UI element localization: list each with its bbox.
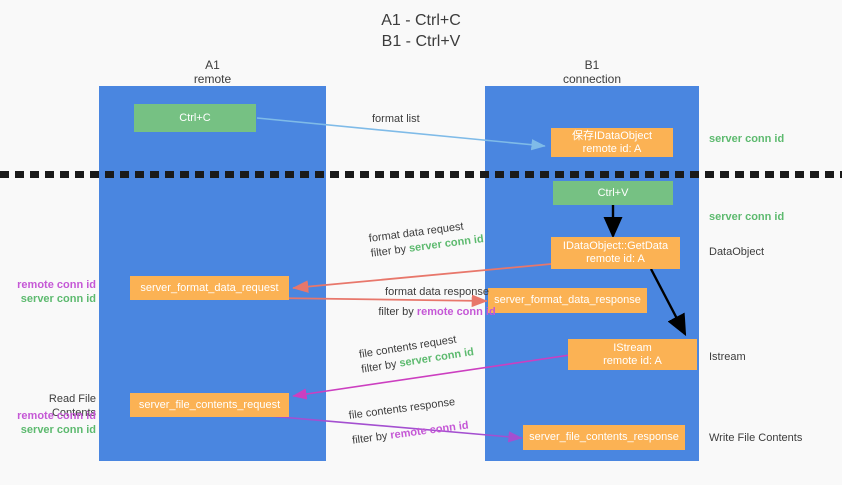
arrow-format-list — [256, 117, 546, 151]
annotation-server-conn-id-2: server conn id — [709, 211, 785, 223]
node-server-file-contents-response[interactable]: server_file_contents_response — [523, 425, 685, 450]
node-server-format-data-request[interactable]: server_format_data_request — [130, 276, 289, 300]
annotation-dataobject: DataObject — [709, 246, 765, 258]
annotation-remote-conn-id-2: remote conn id — [17, 410, 96, 422]
annotation-server-conn-id-4: server conn id — [20, 424, 96, 436]
lane-header-a1: A1 remote — [193, 58, 232, 86]
annotation-read-file-contents: Read File Contents — [48, 393, 96, 419]
node-istream[interactable]: IStream remote id: A — [568, 339, 697, 370]
lane-header-b1: B1 connection — [562, 58, 622, 86]
annotation-server-conn-id-3: server conn id — [20, 293, 96, 305]
annotation-server-conn-id-1: server conn id — [709, 133, 785, 145]
node-ctrl-v[interactable]: Ctrl+V — [553, 181, 673, 205]
annotation-remote-conn-id-1: remote conn id — [17, 279, 96, 291]
phase-separator — [0, 171, 842, 178]
node-getdata[interactable]: IDataObject::GetData remote id: A — [551, 237, 680, 269]
arrow-file-contents-request — [292, 354, 571, 400]
edge-label-format-list: format list — [372, 113, 420, 125]
annotation-group-file: remote conn id server conn id — [8, 409, 96, 437]
annotation-group-format: remote conn id server conn id — [8, 278, 96, 306]
node-server-file-contents-request[interactable]: server_file_contents_request — [130, 393, 289, 417]
annotation-write-file-contents: Write File Contents — [709, 432, 803, 444]
edge-label-format-data-response: format data response filter by remote co… — [337, 285, 537, 320]
page-title: A1 - Ctrl+C B1 - Ctrl+V — [381, 12, 461, 50]
annotation-istream: Istream — [709, 351, 746, 363]
arrow-getdata-to-istream — [649, 268, 687, 337]
node-server-format-data-response[interactable]: server_format_data_response — [488, 288, 647, 313]
filter-value-remote-conn-id-1: remote conn id — [416, 306, 496, 318]
node-idataobject[interactable]: 保存IDataObject remote id: A — [551, 128, 673, 157]
edge-label-format-data-response-text: format data response — [385, 286, 489, 298]
edge-label-format-data-response-filter: filter by remote conn id — [378, 306, 496, 318]
node-ctrl-c[interactable]: Ctrl+C — [134, 104, 256, 132]
